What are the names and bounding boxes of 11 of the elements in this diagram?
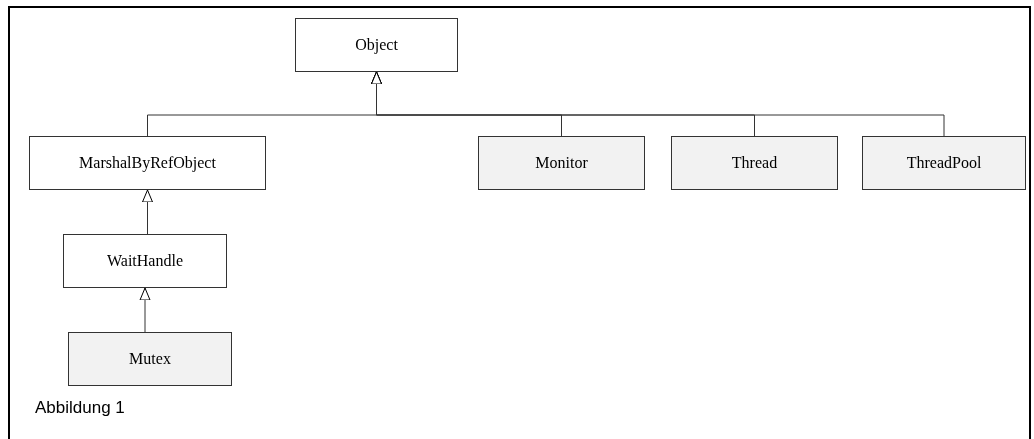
- class-box: Mutex: [68, 332, 232, 386]
- class-box: ThreadPool: [862, 136, 1026, 190]
- class-box: WaitHandle: [63, 234, 227, 288]
- class-box: Thread: [671, 136, 838, 190]
- figure-caption: Abbildung 1: [35, 398, 125, 418]
- inheritance-arrow: [139, 287, 151, 333]
- class-box: MarshalByRefObject: [29, 136, 266, 190]
- class-box: Monitor: [478, 136, 645, 190]
- class-box: Object: [295, 18, 458, 72]
- inheritance-arrow: [371, 71, 945, 137]
- inheritance-arrow: [142, 189, 153, 235]
